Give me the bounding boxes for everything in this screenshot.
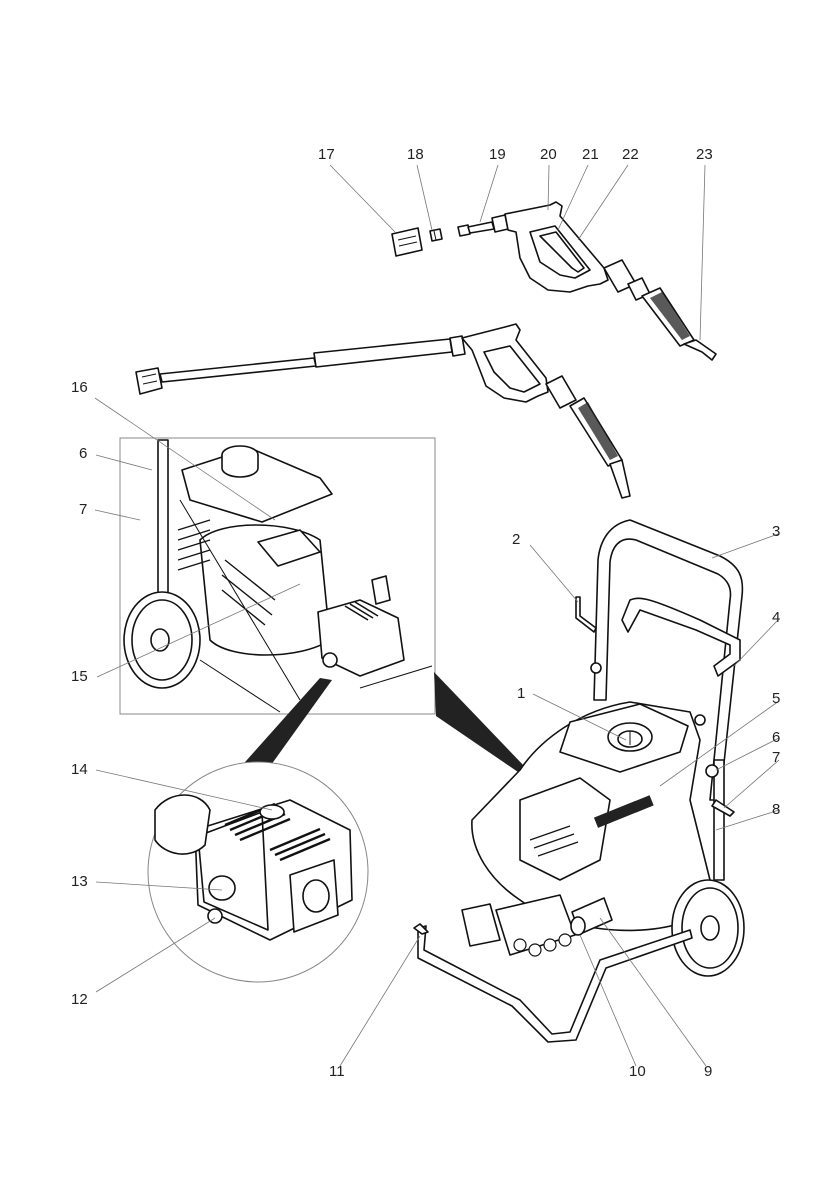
hose-holder-bracket-4 [621, 597, 741, 677]
callout-3: 3 [772, 523, 781, 540]
callout-10: 10 [629, 1063, 646, 1080]
callout-5: 5 [772, 690, 781, 707]
callout-7-inset: 7 [79, 501, 88, 518]
inset-frame [119, 437, 436, 715]
callout-4: 4 [772, 609, 781, 626]
inset-drawing [123, 439, 433, 713]
callout-9: 9 [704, 1063, 713, 1080]
callout-11: 11 [329, 1063, 345, 1080]
water-inlet-10 [570, 916, 586, 936]
callout-21: 21 [582, 146, 599, 163]
pump-detail-drawing [154, 794, 353, 941]
callout-1: 1 [517, 685, 526, 702]
brand-badge [593, 795, 654, 828]
callout-6: 6 [772, 729, 781, 746]
hose-connector-23 [603, 259, 717, 361]
base-frame [417, 925, 693, 1043]
hose-assembled [545, 375, 631, 499]
main-machine [413, 519, 745, 1043]
callout-20: 20 [540, 146, 557, 163]
callout-16: 16 [71, 379, 88, 396]
callout-18: 18 [407, 146, 424, 163]
callout-7: 7 [772, 749, 781, 766]
zoom-wedge-left [238, 678, 332, 772]
oil-drain-screw-12 [207, 908, 223, 924]
callout-19: 19 [489, 146, 506, 163]
callout-12: 12 [71, 991, 88, 1008]
nozzle-insert-18 [429, 228, 443, 242]
lance-assembled [135, 335, 466, 395]
oil-drain-plug-13 [208, 875, 236, 901]
callout-17: 17 [318, 146, 335, 163]
callout-8: 8 [772, 801, 781, 818]
callout-23: 23 [696, 146, 713, 163]
knob-6 [705, 764, 719, 778]
leader-lines [94, 164, 780, 1067]
callout-13: 13 [71, 873, 88, 890]
spray-gun-assembled [461, 323, 549, 403]
zoom-wedge-right [434, 672, 526, 772]
clamp-lever-7 [711, 799, 735, 817]
callout-14: 14 [71, 761, 88, 778]
nozzle-cap-17 [391, 227, 423, 257]
oil-filler-cap-14 [259, 804, 285, 820]
cable-hook-11 [413, 923, 429, 935]
spray-gun-20 [504, 201, 609, 293]
callout-22: 22 [622, 146, 639, 163]
callout-2: 2 [512, 531, 521, 548]
lance-hook-2 [575, 596, 597, 633]
short-lance-19 [457, 214, 509, 237]
callout-6-inset: 6 [79, 445, 88, 462]
push-handle-3 [593, 519, 744, 801]
callout-15: 15 [71, 668, 88, 685]
